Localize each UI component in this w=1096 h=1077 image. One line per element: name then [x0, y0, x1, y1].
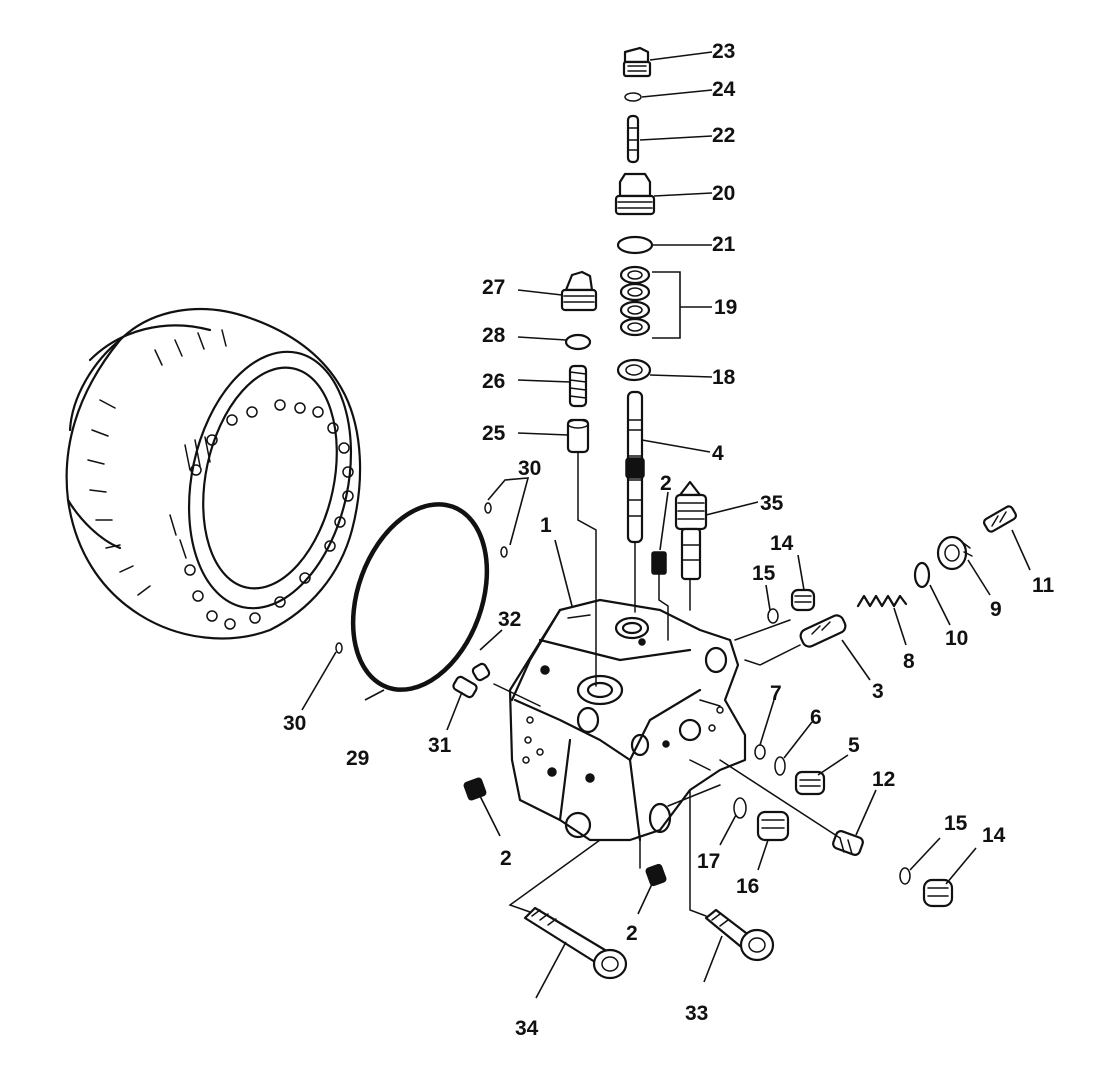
callout-12: 12: [872, 768, 895, 791]
plug-2-bottom: [645, 863, 667, 887]
callout-14-lower: 14: [982, 824, 1006, 847]
motor-housing: [65, 308, 362, 640]
callout-30-upper: 30: [518, 457, 541, 480]
pin-22: [626, 114, 640, 164]
callout-5: 5: [848, 734, 860, 757]
callout-15-lower: 15: [944, 812, 968, 835]
callout-31: 31: [428, 734, 452, 757]
o-ring-21: [616, 235, 654, 255]
callout-3: 3: [872, 680, 884, 703]
o-ring-15-upper: [767, 608, 779, 624]
callout-16: 16: [736, 875, 759, 898]
callout-6: 6: [810, 706, 822, 729]
valve-body: [508, 598, 747, 842]
plug-14-lower: [922, 878, 954, 908]
callout-23: 23: [712, 40, 735, 63]
plug-27: [560, 270, 598, 312]
spool-3: [799, 614, 847, 648]
pin-31: [452, 675, 478, 699]
callout-22: 22: [712, 124, 735, 147]
o-ring-6: [774, 756, 786, 776]
callout-35: 35: [760, 492, 784, 515]
plug-14-upper: [790, 588, 816, 612]
callout-29: 29: [346, 747, 369, 770]
callout-17: 17: [697, 850, 720, 873]
callout-25: 25: [482, 422, 506, 445]
washer-set-19: [619, 265, 651, 337]
o-ring-7: [754, 744, 766, 760]
callout-7: 7: [770, 682, 782, 705]
callout-20: 20: [712, 182, 735, 205]
callout-27: 27: [482, 276, 505, 299]
callout-28: 28: [482, 324, 506, 347]
leader-lines: [301, 51, 1031, 999]
callout-10: 10: [945, 627, 968, 650]
plug-12: [832, 830, 864, 856]
spool-4: [625, 390, 645, 544]
bolt-34: [523, 906, 628, 980]
callout-2-bottom: 2: [626, 922, 638, 945]
callout-34: 34: [515, 1017, 539, 1040]
o-ring-30-lower: [335, 642, 343, 654]
o-ring-15-lower: [899, 867, 911, 885]
callout-11: 11: [1032, 574, 1055, 597]
o-ring-30-upper-b: [500, 546, 508, 558]
spring-8: [856, 594, 908, 608]
o-ring-17: [733, 797, 747, 819]
assembly-guide-lines: [493, 451, 841, 917]
callout-30-lower: 30: [283, 712, 306, 735]
spacer-18: [616, 358, 652, 382]
callout-15-upper: 15: [752, 562, 776, 585]
housing-bolt-holes: [184, 399, 354, 630]
relief-valve-35: [674, 480, 708, 581]
plug-9: [936, 535, 973, 571]
pin-32: [471, 662, 491, 682]
plug-23: [622, 46, 652, 78]
piston-25: [566, 418, 590, 454]
plug-20: [614, 172, 656, 216]
callout-4: 4: [712, 442, 724, 465]
callout-26: 26: [482, 370, 505, 393]
callout-33: 33: [685, 1002, 708, 1025]
callout-2-top: 2: [660, 472, 672, 495]
callout-18: 18: [712, 366, 736, 389]
callout-14-upper: 14: [770, 532, 794, 555]
callout-8: 8: [903, 650, 915, 673]
o-ring-10: [913, 561, 931, 589]
o-ring-24: [624, 92, 642, 102]
callout-2-left: 2: [500, 847, 512, 870]
screw-11: [983, 505, 1017, 533]
callout-labels: 23 24 22 20 21 19 18 4 35 27 28 26 25 30…: [283, 40, 1055, 1040]
o-ring-30-upper-a: [484, 502, 492, 514]
callout-21: 21: [712, 233, 736, 256]
callout-1: 1: [540, 514, 552, 537]
plug-5: [794, 770, 826, 796]
callout-24: 24: [712, 78, 736, 101]
spring-26: [568, 364, 588, 408]
plug-2-top: [651, 551, 667, 575]
callout-9: 9: [990, 598, 1002, 621]
o-ring-28: [564, 333, 592, 351]
o-ring-29: [350, 502, 490, 692]
plug-2-left: [463, 777, 487, 801]
callout-32: 32: [498, 608, 521, 631]
plug-16: [756, 810, 790, 842]
bolt-33: [704, 908, 775, 962]
callout-19: 19: [714, 296, 737, 319]
